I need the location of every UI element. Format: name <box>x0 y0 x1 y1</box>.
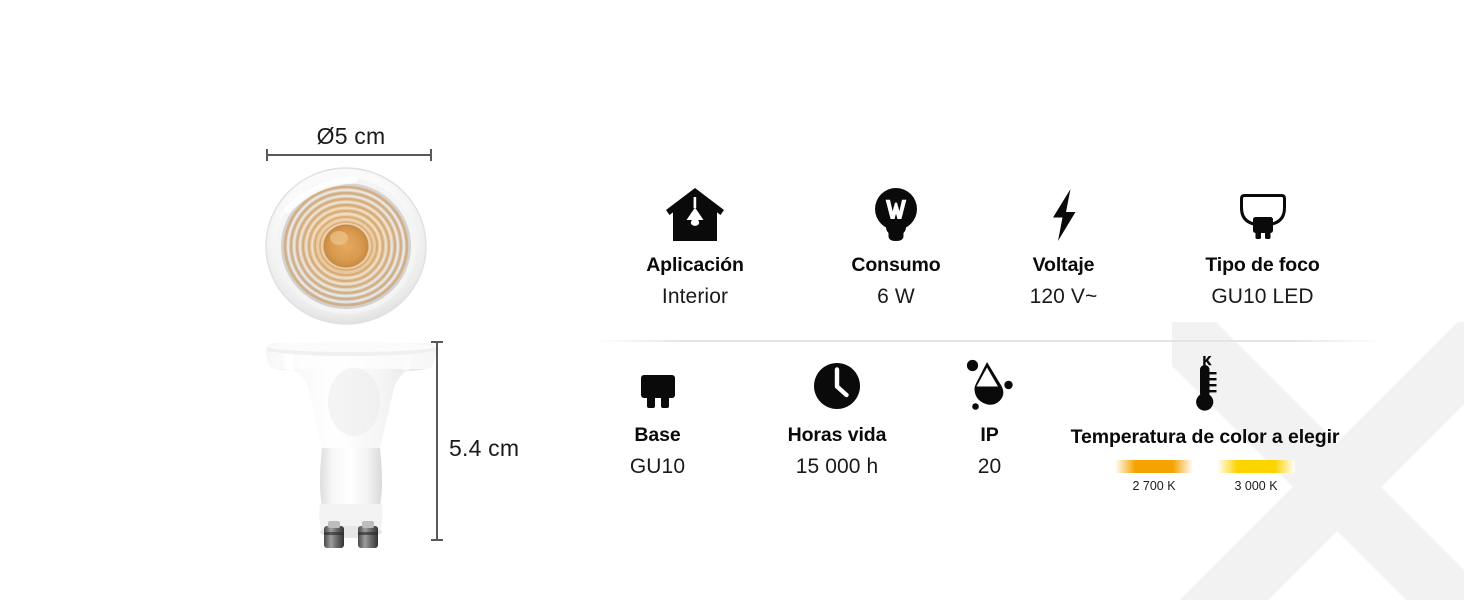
color-temperature-title: Temperatura de color a elegir <box>1070 426 1340 448</box>
lamp-front-view-image <box>262 166 430 328</box>
height-dimension-line <box>431 341 443 541</box>
spec-row-primary: Aplicación Interior Consumo 6 W <box>580 186 1380 310</box>
color-temperature-options: 2 700 K 3 000 K <box>1115 460 1295 493</box>
spec-value: 120 V~ <box>1029 285 1098 308</box>
spec-tipo-de-foco: Tipo de foco GU10 LED <box>1145 186 1380 310</box>
spec-base: Base GU10 <box>580 356 735 480</box>
diameter-dimension-label: Ø5 cm <box>316 123 386 149</box>
spec-value: GU10 LED <box>1211 285 1314 308</box>
dimension-bar <box>266 154 432 156</box>
spec-value: 15 000 h <box>795 455 879 478</box>
color-swatch-caption: 3 000 K <box>1234 479 1278 493</box>
bulb-watt-icon <box>874 186 918 244</box>
clock-icon <box>813 356 861 414</box>
specifications-panel: Aplicación Interior Consumo 6 W <box>580 0 1464 600</box>
dimension-bar <box>436 341 438 541</box>
product-image-panel: Ø5 cm <box>0 0 560 600</box>
spec-row-secondary: Base GU10 Horas vida 15 000 h <box>580 356 1380 493</box>
color-swatch-3000k[interactable] <box>1217 460 1295 473</box>
spec-consumo: Consumo 6 W <box>810 186 982 310</box>
spec-row-divider <box>594 340 1384 342</box>
color-temperature-block: Temperatura de color a elegir 2 700 K 3 … <box>1040 356 1370 493</box>
spec-voltaje: Voltaje 120 V~ <box>982 186 1145 310</box>
spec-ip: IP 20 <box>939 356 1040 480</box>
spec-label: Horas vida <box>787 424 887 446</box>
thermometer-kelvin-icon <box>1188 356 1222 414</box>
color-swatch-caption: 2 700 K <box>1132 479 1176 493</box>
height-dimension-label: 5.4 cm <box>449 435 520 461</box>
color-temperature-option[interactable]: 3 000 K <box>1217 460 1295 493</box>
spec-label: IP <box>980 424 999 446</box>
spec-label: Tipo de foco <box>1205 254 1320 276</box>
spec-value: 20 <box>977 455 1002 478</box>
reflector-gu10-icon <box>1236 186 1290 244</box>
dimension-cap-right <box>430 149 432 161</box>
base-pins-icon <box>635 356 681 414</box>
spec-value: Interior <box>661 285 729 308</box>
house-lamp-icon <box>664 186 726 244</box>
lamp-side-view-image <box>258 336 444 548</box>
spec-value: GU10 <box>629 455 686 478</box>
spec-label: Base <box>634 424 681 446</box>
color-swatch-2700k[interactable] <box>1115 460 1193 473</box>
dimension-cap-bottom <box>431 539 443 541</box>
spec-value: 6 W <box>877 285 915 308</box>
droplet-icon <box>963 356 1017 414</box>
lightning-icon <box>1047 186 1081 244</box>
spec-label: Consumo <box>851 254 941 276</box>
spec-label: Voltaje <box>1032 254 1095 276</box>
diameter-dimension-line <box>266 149 432 161</box>
spec-aplicacion: Aplicación Interior <box>580 186 810 310</box>
color-temperature-option[interactable]: 2 700 K <box>1115 460 1193 493</box>
spec-label: Aplicación <box>646 254 744 276</box>
spec-horas-vida: Horas vida 15 000 h <box>735 356 939 480</box>
